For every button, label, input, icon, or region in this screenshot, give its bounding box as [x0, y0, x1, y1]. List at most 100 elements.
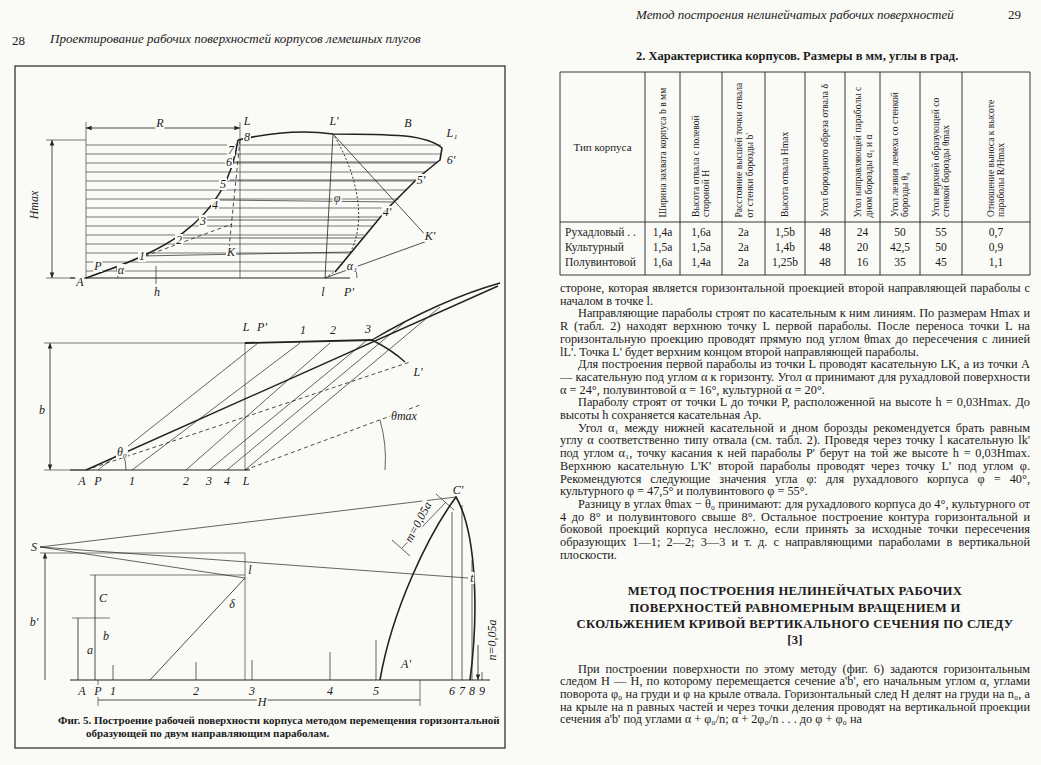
figure-label: 2 [175, 234, 183, 246]
figure-label: K' [424, 230, 437, 242]
side-view-drawing-stroke [86, 140, 238, 278]
figure-label: 2 [182, 475, 190, 487]
figure-label: 8 [468, 685, 476, 697]
table-cell: 20 [845, 241, 880, 254]
figure-label: δ [228, 598, 236, 610]
table-cell: 1,4a [645, 226, 680, 239]
figure-caption: Фиг. 5. Построение рабочей поверхности к… [58, 714, 516, 740]
table-cell: 1,6a [645, 256, 680, 269]
front-view-drawing-stroke [113, 505, 482, 680]
side-view-drawing [46, 122, 442, 284]
figure-frame-stroke [15, 66, 505, 748]
figure-label: L [242, 475, 251, 487]
plan-view-drawing-stroke [98, 307, 440, 470]
figure-label: α₁ [346, 260, 358, 272]
figure-label: l [247, 564, 252, 576]
side-view-drawing-stroke [116, 266, 357, 284]
body-paragraph: Разницу в углах θmax − θ₀ принимают: для… [560, 498, 1030, 562]
front-view-drawing-stroke [70, 679, 490, 680]
table-rules-stroke [560, 72, 1030, 275]
table-cell: 0,9 [962, 241, 1030, 254]
figure-label: a [86, 644, 94, 656]
figure-label: 5' [416, 174, 427, 186]
figure-label: 4 [223, 475, 231, 487]
column-header: Тип корпуса [562, 74, 643, 220]
table-cell: 50 [880, 226, 920, 239]
table-cell: 2a [722, 256, 765, 269]
figure-label: n=0,05a [486, 618, 498, 661]
plan-view-drawing-stroke [245, 340, 372, 343]
body-paragraph: Для построения первой параболы из точки … [560, 358, 1030, 396]
table-cell: 48 [805, 256, 845, 269]
column-header: Угол лезвия лемеха со стенкой борозды θ₀ [881, 74, 919, 220]
figure-label: l [320, 286, 325, 298]
figure-label: 6 [225, 156, 233, 168]
body-paragraph: Направляющие параболы строят по касатель… [560, 307, 1030, 358]
column-header: Угол бороздного обреза отвала δ [806, 74, 844, 220]
figure-label: K [226, 246, 236, 258]
figure-label: B [403, 117, 412, 129]
plan-view-drawing [44, 283, 500, 470]
column-header: Высота отвала Hmax [766, 74, 804, 220]
figure-label: 1 [138, 250, 146, 262]
table-cell: 1,5b [765, 226, 805, 239]
side-view-drawing-stroke [70, 277, 350, 278]
table-cell: 48 [805, 226, 845, 239]
running-head: Метод построения нелинейчатых рабочих по… [636, 8, 954, 22]
table-cell: 2a [722, 241, 765, 254]
figure-label: m=0,05a [402, 499, 434, 545]
front-view-drawing-stroke [392, 494, 454, 556]
table-cell: 50 [920, 241, 962, 254]
figure-frame [15, 66, 505, 748]
column-header: Угол направляющей параболы с дном борозд… [846, 74, 879, 220]
figure-label: θ₀ [116, 446, 128, 458]
side-view-drawing-stroke [325, 134, 430, 278]
page-number: 28 [12, 34, 25, 48]
figure-label: P [93, 260, 102, 272]
figure-label: P [93, 685, 102, 697]
figure-label: b' [29, 616, 40, 628]
figure-label: 1 [109, 685, 117, 697]
figure-label: Hmax [28, 190, 40, 221]
front-view-drawing-stroke [380, 497, 475, 680]
text-column: стороне, которая является горизонтальной… [560, 282, 1030, 726]
table-cell: 2a [722, 226, 765, 239]
running-head: Проектирование рабочих поверхностей корп… [50, 32, 421, 46]
side-view-drawing-stroke [325, 134, 359, 278]
figure-label: L [242, 321, 251, 333]
figure-label: 6' [446, 154, 457, 166]
side-view-drawing-stroke [238, 132, 442, 272]
figure-label: b [38, 404, 46, 416]
figure-label: P' [343, 286, 355, 298]
figure-label: 9 [478, 685, 486, 697]
figure-label: L' [328, 115, 339, 127]
table-cell: 35 [880, 256, 920, 269]
figure-label: θmax [390, 410, 418, 422]
body-paragraph: Угол α₁ между нижней касательной и дном … [560, 422, 1030, 498]
front-view-drawing-stroke [150, 578, 245, 680]
table-cell: 1,1 [962, 256, 1030, 269]
figure-label: 7 [227, 144, 235, 156]
side-view-drawing-stroke [52, 140, 53, 278]
figure-label: 4 [326, 685, 334, 697]
table-cell: 42,5 [880, 241, 920, 254]
plan-view-drawing-stroke [44, 343, 245, 470]
figure-label: R [155, 117, 164, 129]
column-header: Расстояние высшей точки отвала от стенки… [723, 74, 764, 220]
body-paragraph: стороне, которая является горизонтальной… [560, 282, 1030, 307]
table-cell: Полувинтовой [565, 256, 644, 269]
table-title: 2. Характеристика корпусов. Размеры в мм… [636, 50, 958, 64]
body-paragraph: Параболу строят от точки L до точки P, р… [560, 396, 1030, 421]
table-cell: 1,5a [680, 241, 722, 254]
figure-label: 2 [192, 685, 200, 697]
table-cell: Рухадловый . . [565, 226, 644, 239]
figure-label: L' [412, 366, 423, 378]
front-view-drawing [40, 494, 490, 706]
figure-label: A [77, 685, 86, 697]
front-view-drawing-stroke [40, 497, 468, 578]
table-cell: 55 [920, 226, 962, 239]
figure-label: C' [452, 484, 465, 496]
figure-label: 3 [199, 215, 207, 227]
figure-label: 2 [329, 324, 337, 336]
